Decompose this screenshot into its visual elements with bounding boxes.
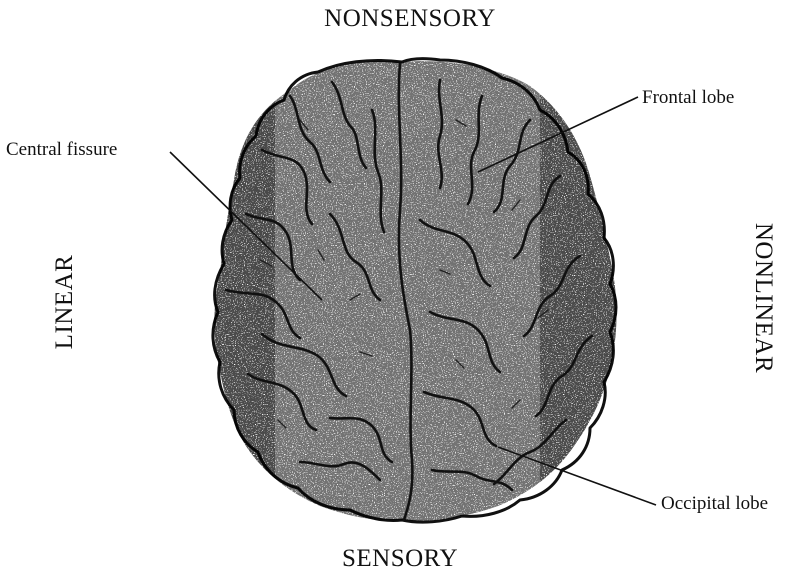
label-sensory: SENSORY xyxy=(342,545,458,572)
label-frontal-lobe: Frontal lobe xyxy=(642,87,734,108)
label-nonsensory: NONSENSORY xyxy=(324,5,496,32)
label-central-fissure: Central fissure xyxy=(6,139,117,160)
label-occipital-lobe: Occipital lobe xyxy=(661,493,768,514)
label-nonlinear: NONLINEAR xyxy=(750,223,777,373)
brain-illustration xyxy=(200,50,630,530)
label-linear: LINEAR xyxy=(51,255,78,350)
